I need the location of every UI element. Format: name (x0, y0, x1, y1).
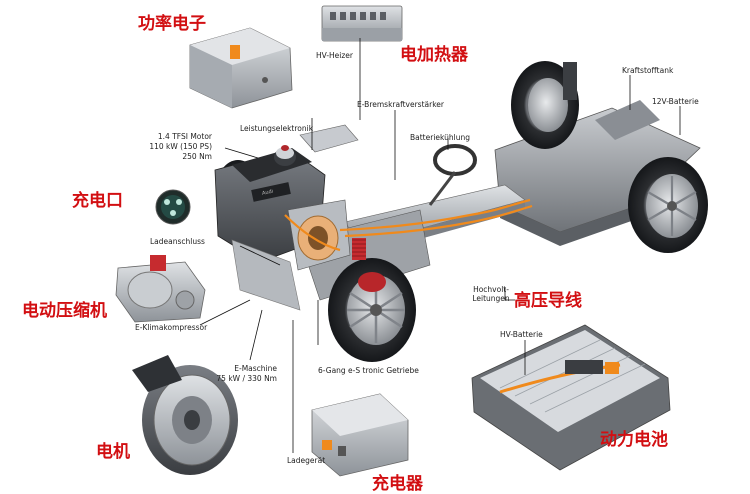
callout-motor: 电机 (96, 442, 130, 462)
gearbox-emotor (287, 199, 351, 271)
callout-hv-cable: 高压导线 (514, 291, 582, 311)
rear-right-wheel (628, 157, 708, 253)
label-kraftstofftank: Kraftstofftank (622, 66, 674, 75)
hv-battery-unit (471, 324, 671, 471)
label-emaschine: E-Maschine (234, 364, 277, 373)
callout-e-compressor: 电动压缩机 (22, 301, 107, 321)
callout-power-electronics: 功率电子 (138, 14, 206, 34)
label-bremskraftverstaerker: E-Bremskraftverstärker (357, 100, 444, 109)
rear-left-wheel (511, 61, 579, 149)
e-machine-unit (132, 355, 238, 475)
label-hv-heizer: HV-Heizer (316, 51, 354, 60)
brake-booster (274, 145, 296, 166)
label-hv-batterie: HV-Batterie (500, 330, 543, 339)
label-getriebe: 6-Gang e-S tronic Getriebe (318, 366, 419, 375)
svg-text:Audi: Audi (262, 189, 274, 197)
label-hochvolt-2: Leitungen (472, 294, 510, 303)
charging-port-unit (155, 189, 191, 225)
label-batteriekuehlung: Batteriekühlung (410, 133, 470, 142)
e-compressor-unit (115, 255, 206, 323)
label-motor-name: 1.4 TFSI Motor (157, 132, 212, 141)
front-right-wheel (328, 258, 416, 362)
label-hochvolt-1: Hochvolt- (473, 285, 509, 294)
callout-charging-port: 充电口 (72, 191, 123, 211)
front-shock (352, 238, 366, 260)
label-klimakompressor: E-Klimakompressor (135, 323, 208, 332)
callout-electric-heater: 电加热器 (400, 45, 468, 65)
hv-heater-unit (321, 5, 403, 42)
label-emaschine-specs: 75 kW / 330 Nm (216, 374, 277, 383)
leader-lines (199, 38, 681, 453)
charger-unit (311, 393, 409, 477)
label-motor-power: 110 kW (150 PS) (149, 142, 212, 151)
label-ladegeraet: Ladegerät (287, 456, 326, 465)
label-leistungselektronik: Leistungselektronik (240, 124, 314, 133)
power-electronics-unit (189, 27, 293, 109)
callout-charger: 充电器 (372, 474, 423, 494)
hv-cables (284, 198, 533, 252)
label-ladeanschluss: Ladeanschluss (150, 237, 205, 246)
label-motor-torque: 250 Nm (182, 152, 212, 161)
chassis: Audi (214, 61, 708, 362)
callout-battery-pack: 动力电池 (600, 430, 668, 450)
label-12v-batterie: 12V-Batterie (652, 97, 699, 106)
